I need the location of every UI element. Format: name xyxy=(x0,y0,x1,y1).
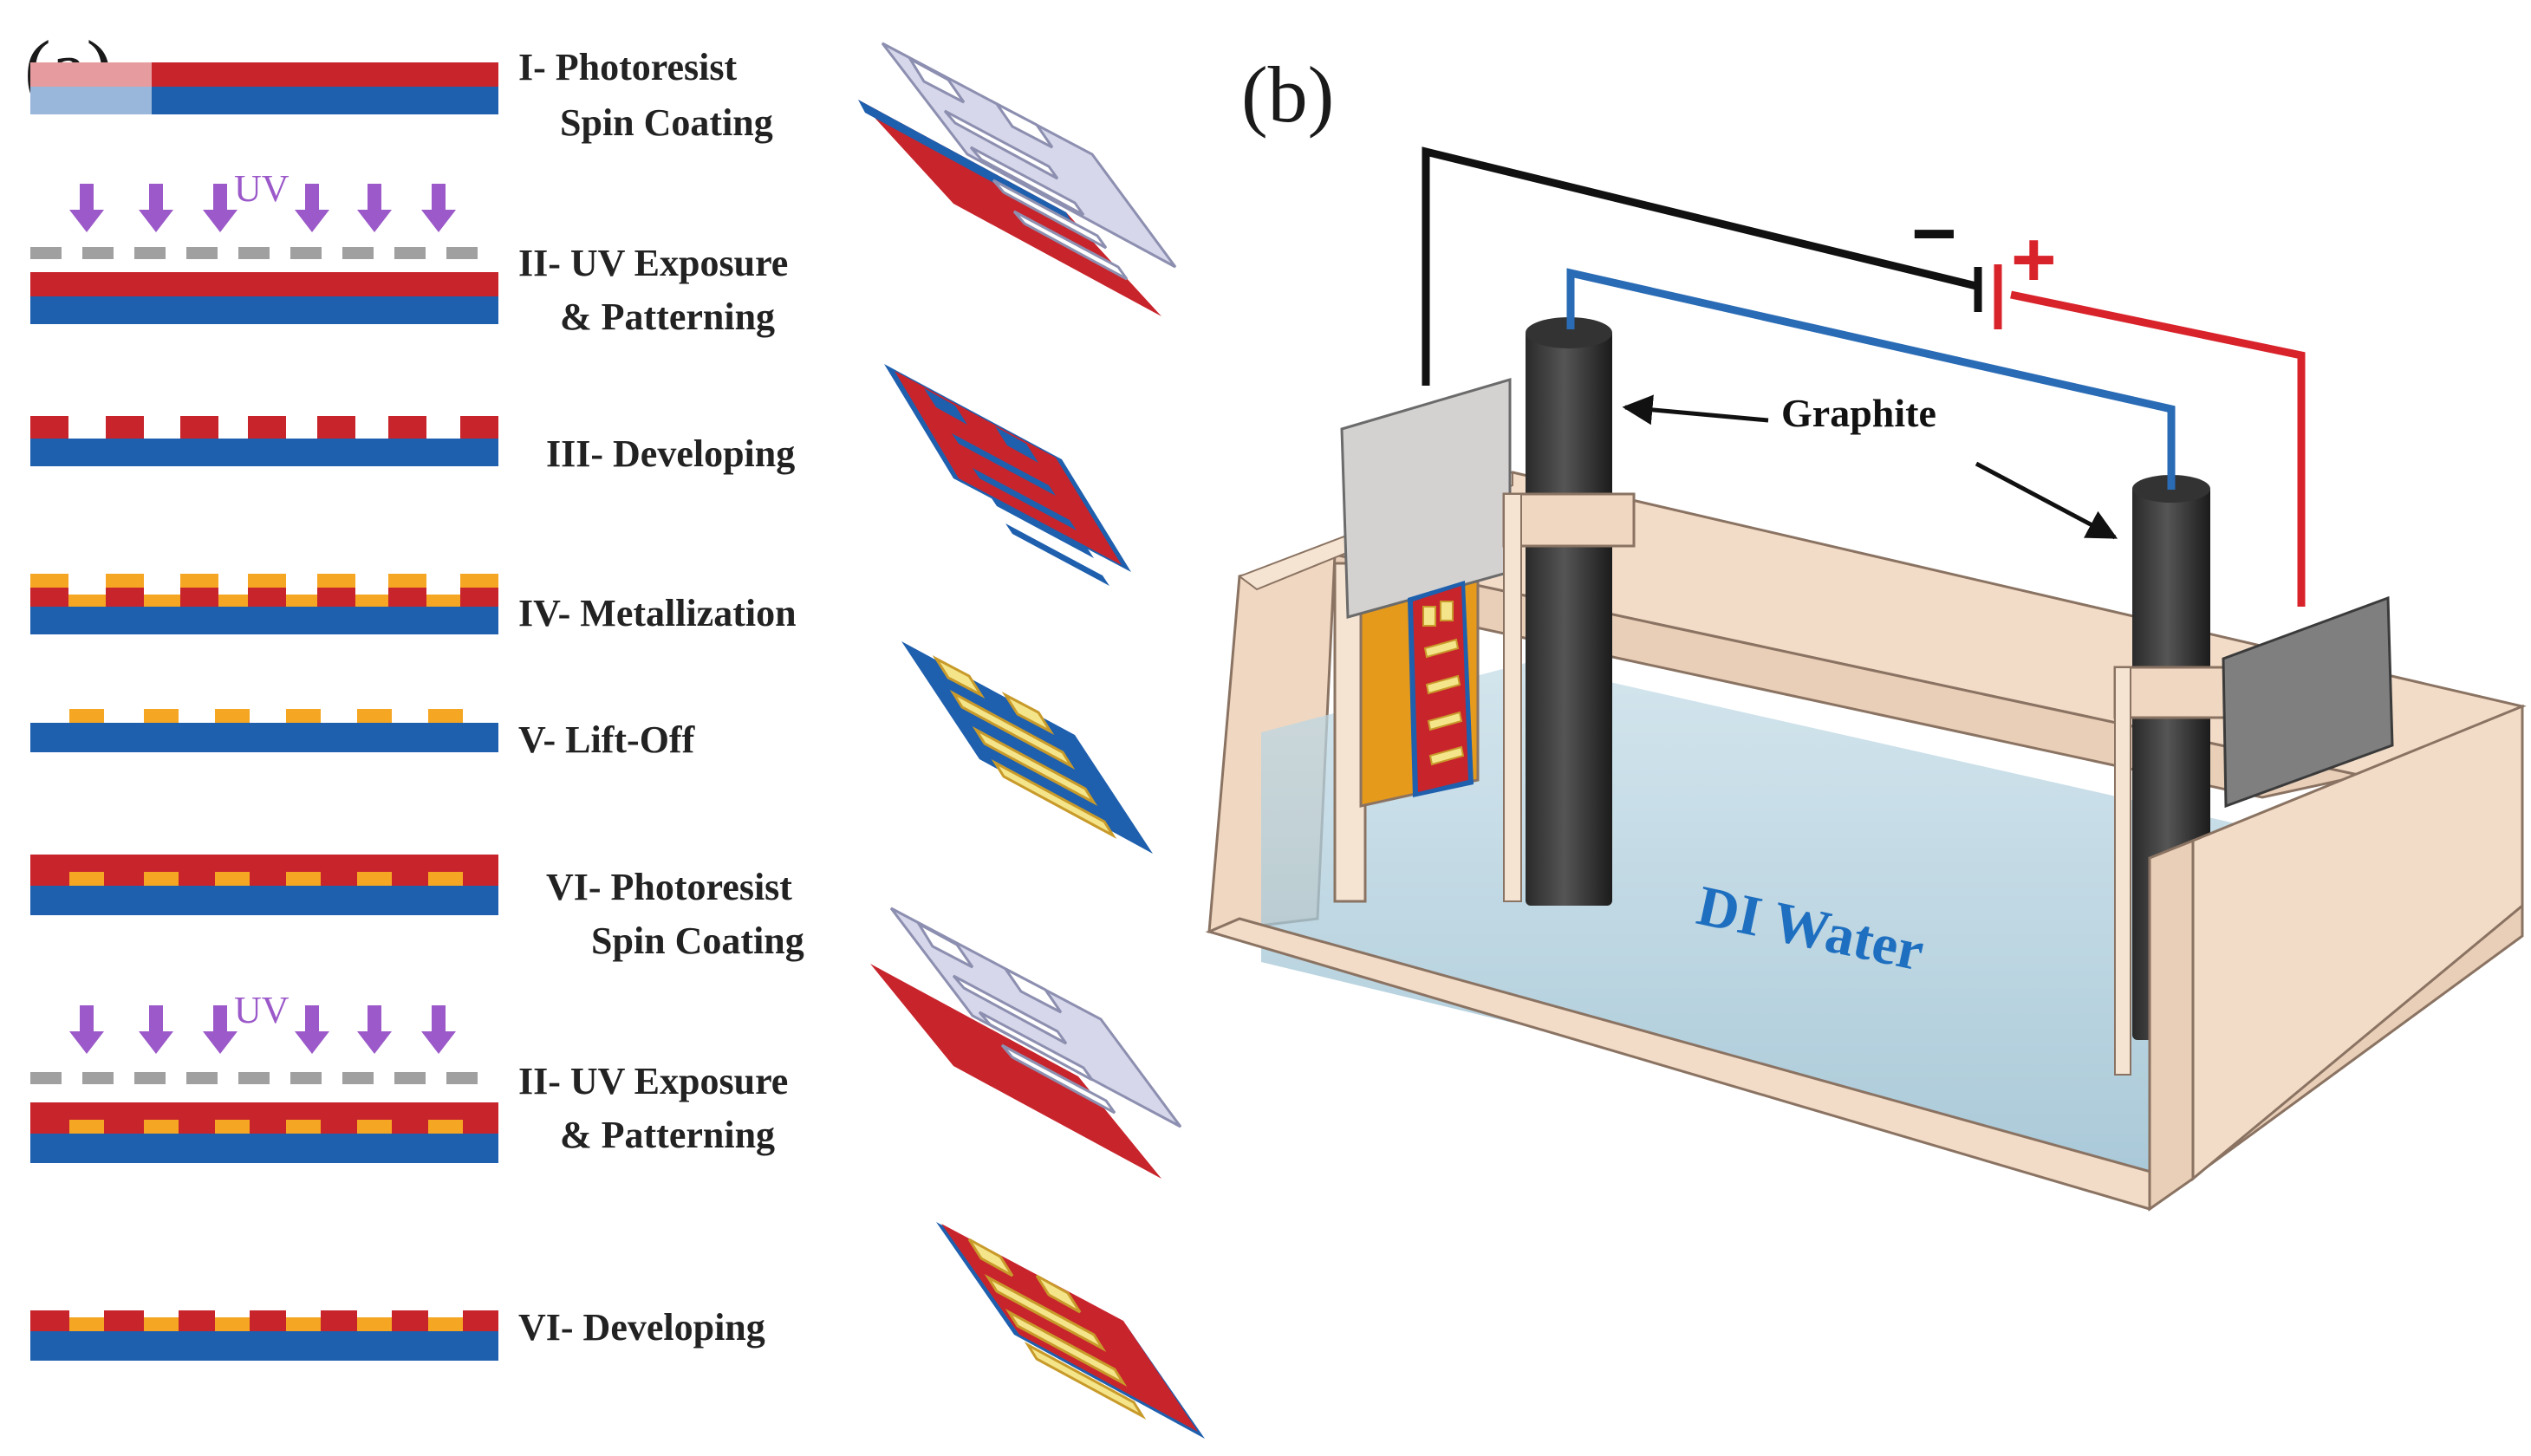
tank-front xyxy=(1205,704,2524,1212)
substrate-layer xyxy=(30,1134,498,1163)
step-7-line-1: II- UV Exposure xyxy=(518,1060,788,1102)
step-2-line-1: II- UV Exposure xyxy=(518,242,788,284)
metal-pattern xyxy=(69,1317,463,1331)
graphite-annotation: Graphite xyxy=(1622,391,2118,540)
step-7-line-2: & Patterning xyxy=(560,1114,775,1156)
graphite-arrow-left xyxy=(1622,394,1769,426)
graphite-arrow-right xyxy=(1975,461,2118,540)
step-1-line-2: Spin Coating xyxy=(560,101,773,144)
device-view-mask-1 xyxy=(858,42,1177,316)
graphite-electrode-left xyxy=(1502,317,1636,906)
uv-label: UV xyxy=(234,167,290,210)
substrate-layer xyxy=(30,723,498,752)
uv-arrows xyxy=(69,184,456,232)
uv-arrows xyxy=(69,1005,456,1054)
minus-sign: − xyxy=(1911,191,1957,277)
photoresist-layer xyxy=(30,272,498,296)
step-6-line-1: VI- Photoresist xyxy=(546,866,792,908)
cross-section-step-7: UV xyxy=(30,989,498,1163)
step-8-line-1: VI- Developing xyxy=(518,1306,765,1349)
device-view-final xyxy=(936,1222,1205,1439)
device-view-developed xyxy=(884,364,1131,586)
cross-section-step-1 xyxy=(30,62,498,114)
metal-pattern xyxy=(69,872,463,886)
metal-pattern xyxy=(69,1120,463,1134)
wires xyxy=(1422,146,2306,607)
counter-electrode-right xyxy=(2222,595,2394,809)
uv-label: UV xyxy=(234,989,290,1031)
substrate-layer xyxy=(30,439,498,466)
graphite-label: Graphite xyxy=(1781,391,1936,435)
cross-section-step-4 xyxy=(30,574,498,634)
device-view-mask-2 xyxy=(870,907,1182,1179)
photoresist-pattern xyxy=(30,1310,498,1331)
step-2-line-2: & Patterning xyxy=(560,296,775,338)
cross-section-step-2: UV xyxy=(30,167,498,324)
sensor-chip xyxy=(1408,581,1474,797)
substrate-layer xyxy=(30,296,498,324)
photoresist-layer xyxy=(30,855,498,886)
step-5-line-1: V- Lift-Off xyxy=(518,718,696,761)
highlight-overlay xyxy=(30,62,152,114)
panel-b-label: (b) xyxy=(1241,50,1334,139)
substrate-layer xyxy=(30,607,498,634)
substrate-layer xyxy=(30,886,498,915)
plus-sign: + xyxy=(2011,217,2057,303)
photoresist-layer xyxy=(30,1102,498,1134)
step-1-line-1: I- Photoresist xyxy=(518,46,738,88)
cross-section-step-5 xyxy=(30,709,498,752)
metal-pattern xyxy=(69,709,463,723)
cross-section-step-6 xyxy=(30,855,498,915)
substrate-layer xyxy=(30,1331,498,1361)
photoresist-pattern xyxy=(30,588,498,607)
step-labels: I- Photoresist Spin Coating II- UV Expos… xyxy=(518,46,804,1349)
step-3-line-1: III- Developing xyxy=(546,432,795,475)
device-view-liftoff xyxy=(901,641,1153,854)
metal-layer xyxy=(30,574,498,607)
photoresist-pattern xyxy=(30,416,498,439)
cross-section-step-3 xyxy=(30,416,498,466)
step-6-line-2: Spin Coating xyxy=(591,920,804,962)
step-4-line-1: IV- Metallization xyxy=(518,592,797,634)
cross-section-step-8 xyxy=(30,1310,498,1361)
